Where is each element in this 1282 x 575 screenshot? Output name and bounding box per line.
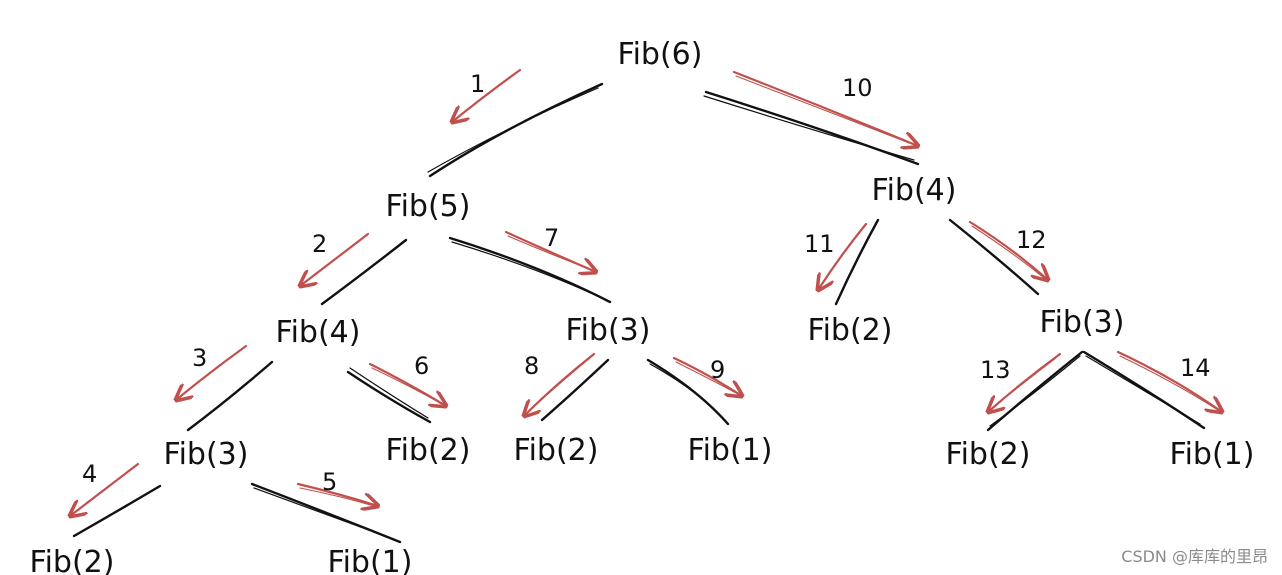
step-label-9: 9: [710, 356, 725, 384]
arrow-step-9-stroke: [675, 361, 739, 395]
node-fib2-left-mid: Fib(2): [386, 433, 471, 468]
edge-fib3-fib1-right-stroke: [1085, 355, 1201, 425]
watermark: CSDN @库库的里昂: [1121, 547, 1268, 566]
arrow-step-13-stroke: [991, 357, 1057, 409]
arrow-step-11: [818, 222, 868, 290]
edge-fib3-fib1-left-stroke: [253, 487, 397, 541]
edge-fib5-fib4: [320, 238, 408, 306]
arrow-step-8-stroke: [527, 357, 591, 413]
arrow-step-6-stroke: [371, 367, 443, 405]
edge-fib4-fib3-left: [186, 360, 274, 432]
edge-fib3-fib2-mid: [540, 358, 610, 422]
edge-fib3-fib2-right: [986, 350, 1084, 432]
node-fib4-left: Fib(4): [276, 315, 361, 350]
edge-fib3-fib2-right-stroke: [989, 355, 1081, 427]
step-label-13: 13: [980, 356, 1011, 384]
node-fib1-mid: Fib(1): [688, 433, 773, 468]
tree-edges: [72, 82, 1206, 544]
step-label-8: 8: [524, 352, 539, 380]
arrow-step-3: [176, 344, 248, 400]
edge-fib4-fib2-left: [346, 370, 432, 424]
edge-fib4-fib2-left-stroke: [349, 367, 429, 419]
step-labels: 1 10 2 7 11 12 3 6 8 9 13 14 4 5: [82, 70, 1211, 496]
node-fib1-bottom-right: Fib(1): [1170, 437, 1255, 472]
node-fib6: Fib(6): [618, 37, 703, 72]
arrow-step-10: [732, 70, 918, 146]
node-fib2-bottom-right: Fib(2): [946, 437, 1031, 472]
step-label-14: 14: [1180, 354, 1211, 382]
arrow-step-7-stroke: [507, 235, 593, 271]
node-fib4-right: Fib(4): [872, 173, 957, 208]
edge-fib6-fib5-stroke: [427, 87, 599, 173]
edge-fib5-fib3: [448, 236, 612, 304]
step-label-10: 10: [842, 74, 873, 102]
node-fib2-mid: Fib(2): [514, 433, 599, 468]
step-label-3: 3: [192, 344, 207, 372]
tree-nodes: Fib(6) Fib(5) Fib(4) Fib(4) Fib(3) Fib(2…: [30, 37, 1255, 575]
step-label-11: 11: [804, 230, 835, 258]
edge-fib3-fib1-right: [1082, 350, 1206, 430]
step-label-6: 6: [414, 352, 429, 380]
node-fib3-mid: Fib(3): [566, 313, 651, 348]
step-label-4: 4: [82, 460, 97, 488]
edge-fib3-fib2-left: [72, 484, 162, 538]
step-label-12: 12: [1016, 226, 1047, 254]
step-label-5: 5: [322, 468, 337, 496]
node-fib3-right: Fib(3): [1040, 305, 1125, 340]
step-label-2: 2: [312, 230, 327, 258]
arrow-step-14-stroke: [1119, 355, 1219, 411]
traversal-arrows: [70, 68, 1222, 516]
node-fib3-left: Fib(3): [164, 437, 249, 472]
arrow-step-1: [452, 68, 522, 122]
edge-fib4-fib2-right: [834, 218, 880, 306]
edge-fib4-fib3-right: [948, 218, 1040, 296]
node-fib5: Fib(5): [386, 189, 471, 224]
arrow-step-2: [300, 232, 370, 286]
edge-fib5-fib3-stroke: [451, 241, 607, 301]
step-label-7: 7: [544, 224, 559, 252]
arrow-step-12-stroke: [971, 225, 1045, 279]
node-fib2-bottom-left: Fib(2): [30, 545, 115, 575]
node-fib2-right-top: Fib(2): [808, 313, 893, 348]
arrow-step-4: [70, 462, 140, 516]
node-fib1-bottom-left: Fib(1): [328, 545, 413, 575]
edge-fib3-fib1-mid-stroke: [649, 363, 725, 421]
arrow-step-10-stroke: [735, 75, 913, 145]
arrow-step-9: [672, 356, 742, 396]
edge-fib6-fib4: [704, 90, 920, 166]
arrow-step-12: [968, 220, 1048, 280]
arrow-step-5: [296, 482, 378, 506]
arrow-step-5-stroke: [299, 487, 375, 507]
arrow-step-14: [1116, 350, 1222, 412]
step-label-1: 1: [470, 70, 485, 98]
edge-fib6-fib4-stroke: [703, 95, 915, 161]
